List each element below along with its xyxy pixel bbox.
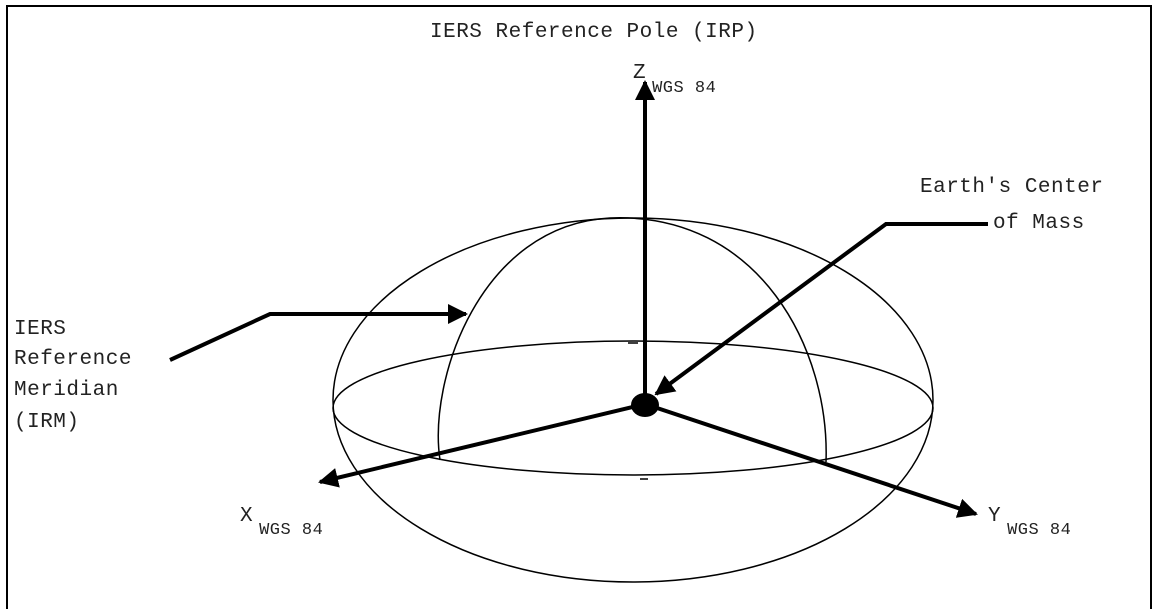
meridian-leader-arrow [169,304,468,362]
x-axis-label: X WGS 84 [240,505,323,540]
center-leader-arrow [654,222,988,396]
center-of-mass-label-1: Earth's Center [920,176,1104,199]
meridian-label-3: Meridian [14,379,119,402]
center-of-mass-dot [631,393,659,417]
y-subscript: WGS 84 [1007,521,1072,540]
meridian-label-2: Reference [14,348,132,371]
equator-ellipse [332,340,934,476]
z-axis-label: Z WGS 84 [633,62,716,98]
meridian-arc [437,217,827,463]
x-letter: X [240,505,254,528]
diagram-frame [6,5,1152,609]
z-letter: Z [633,62,647,85]
y-axis-label: Y WGS 84 [988,505,1071,540]
y-axis-arrow [644,402,978,518]
y-letter: Y [988,505,1002,528]
z-subscript: WGS 84 [652,79,717,98]
center-of-mass-label-2: of Mass [993,212,1085,235]
x-subscript: WGS 84 [259,521,324,540]
title: IERS Reference Pole (IRP) [430,21,758,44]
meridian-label-1: IERS [14,318,67,341]
meridian-label-4: (IRM) [14,411,80,434]
x-axis-arrow [318,402,646,488]
